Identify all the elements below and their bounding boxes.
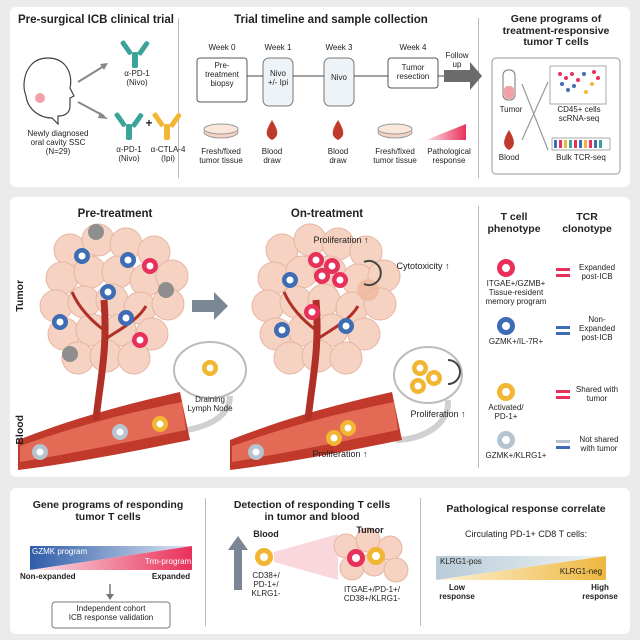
- pathological-response-wedge: [426, 124, 466, 140]
- patient-head-icon: [23, 57, 75, 126]
- ab2-label: α-PD-1 (Nivo): [116, 145, 142, 163]
- week-3: Week 3: [325, 43, 353, 52]
- sample-0: Fresh/fixed tumor tissue: [199, 147, 243, 165]
- tcr-label: Bulk TCR-seq: [556, 153, 606, 162]
- b2-title: Detection of responding T cells in tumor…: [233, 499, 391, 523]
- iv-bag-icon-2: [323, 57, 355, 107]
- legend-phenotype-3: GZMK+/KLRG1+: [485, 451, 547, 460]
- trm-program-wedge: [30, 546, 192, 570]
- sample-3: Fresh/fixed tumor tissue: [373, 147, 417, 165]
- step-1: Nivo +/- Ipi: [267, 69, 289, 87]
- legend-phenotype-2: Activated/ PD-1+: [488, 403, 524, 421]
- step-3: Tumor resection: [396, 63, 430, 81]
- down-arrow-icon: [106, 594, 114, 600]
- plus-sign: +: [145, 118, 153, 130]
- t-cells-on: [248, 252, 442, 460]
- pre-treatment-title: Pre-treatment: [77, 208, 153, 220]
- tube-icon: [502, 69, 516, 101]
- week-0: Week 0: [208, 43, 236, 52]
- step-box-3: [387, 57, 439, 89]
- legend-clonotype-2: Shared with tumor: [575, 385, 619, 403]
- anti-pd1-antibody-icon-2: [114, 112, 144, 140]
- nonexp-label: Non-expanded: [20, 572, 76, 581]
- week-1: Week 1: [264, 43, 292, 52]
- t-cells-pre: [32, 248, 218, 460]
- step-box-0: [196, 57, 248, 103]
- blood-drop-icon-2: [332, 120, 344, 140]
- gzmk-label: GZMK program: [32, 547, 88, 556]
- blood-label: Blood: [498, 153, 520, 162]
- klrg1-neg-wedge: [436, 556, 606, 580]
- up-arrow-icon: [228, 536, 248, 590]
- b1-title: Gene programs of responding tumor T cell…: [32, 499, 184, 523]
- klrg1-pos-label: KLRG1-pos: [440, 557, 482, 566]
- validation-box: [51, 601, 171, 629]
- tumor-label: Tumor: [499, 105, 523, 114]
- proliferation-label-2: Proliferation ↑: [410, 409, 466, 419]
- klrg1-neg-label: KLRG1-neg: [559, 567, 603, 576]
- high-response-label: High response: [582, 583, 618, 601]
- sample-2: Blood draw: [327, 147, 349, 165]
- exp-label: Expanded: [151, 572, 191, 581]
- trial-title: Pre-surgical ICB clinical trial: [18, 14, 174, 26]
- legend-clonotype-3: Not shared with tumor: [579, 435, 619, 453]
- cycle-arrow-icon-2: [447, 359, 461, 385]
- b2-blood-label: Blood: [253, 529, 279, 539]
- arrow-to-ab1: [77, 65, 105, 83]
- validation-label: Independent cohort ICB response validati…: [68, 604, 154, 622]
- proliferation-label-3: Proliferation ↑: [312, 449, 368, 459]
- iv-bag-icon-1: [262, 57, 294, 107]
- proliferation-label-1: Proliferation ↑: [313, 235, 369, 245]
- step-0: Pre- treatment biopsy: [205, 61, 239, 88]
- gene-programs-title: Gene programs of treatment-responsive tu…: [502, 13, 610, 49]
- petri-dish-icon-1: [203, 123, 239, 139]
- step-2: Nivo: [330, 73, 347, 82]
- ab1-label: α-PD-1 (Nivo): [124, 69, 150, 87]
- lymph-node-label: Draining Lymph Node: [187, 395, 233, 413]
- tumor-marker: ITGAE+/PD-1+/ CD38+/KLRG1-: [343, 585, 401, 603]
- ab3-label: α-CTLA-4 (Ipi): [150, 145, 186, 163]
- trm-label: Trm-program: [144, 557, 192, 566]
- timeline-arrow-icon: [444, 62, 482, 90]
- petri-dish-icon-2: [377, 123, 413, 139]
- legend-clonotype-0: Expanded post-ICB: [578, 263, 616, 281]
- anti-pd1-antibody-icon: [120, 40, 150, 68]
- cytotoxicity-label: Cytotoxicity ↑: [396, 261, 450, 271]
- low-response-label: Low response: [439, 583, 475, 601]
- anti-ctla4-antibody-icon: [152, 112, 182, 140]
- sample-4: Pathological response: [427, 147, 471, 165]
- sample-1: Blood draw: [261, 147, 283, 165]
- scatter-cluster-icon: [549, 65, 607, 105]
- legend-clonotype-head: TCR clonotype: [562, 211, 612, 235]
- macrophages-pre: [62, 224, 174, 362]
- zoom-cone: [274, 534, 338, 580]
- timeline-title: Trial timeline and sample collection: [234, 14, 428, 26]
- b2-tumor-label: Tumor: [356, 525, 384, 535]
- scrna-label: CD45+ cells scRNA-seq: [557, 105, 601, 123]
- legend-phenotype-1: GZMK+/IL-7R+: [488, 337, 544, 346]
- blood-marker: CD38+/ PD-1+/ KLRG1-: [251, 571, 281, 598]
- legend-clonotype-marks: [556, 268, 570, 449]
- b3-title: Pathological response correlate: [446, 503, 606, 515]
- legend-cells: [497, 259, 515, 449]
- blood-drop-icon-1: [266, 120, 278, 140]
- on-treatment-title: On-treatment: [290, 208, 364, 220]
- blood-drop-icon-3: [504, 130, 514, 150]
- pre-to-on-arrow-icon: [192, 292, 228, 320]
- legend-phenotype-0: ITGAE+/GZMB+ Tissue-resident memory prog…: [485, 279, 547, 306]
- cycle-arrow-icon-1: [363, 260, 382, 286]
- tcr-barcode-icon: [551, 137, 611, 151]
- legend-clonotype-1: Non- Expanded post-ICB: [578, 315, 616, 342]
- patient-label: Newly diagnosed oral cavity SSC (N=29): [27, 129, 89, 156]
- follow-up: Follow up: [445, 51, 469, 69]
- legend-phenotype-head: T cell phenotype: [487, 211, 541, 235]
- circ-label: Circulating PD-1+ CD8 T cells:: [465, 529, 587, 539]
- week-4: Week 4: [399, 43, 427, 52]
